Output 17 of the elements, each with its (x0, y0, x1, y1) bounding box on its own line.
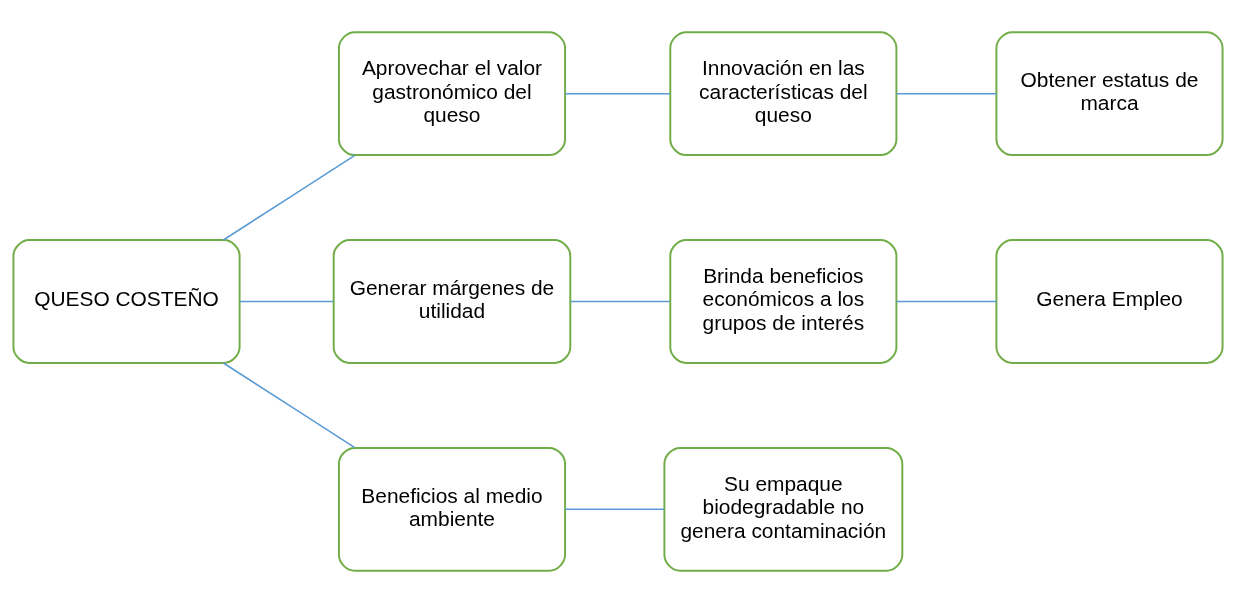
connector (222, 154, 356, 241)
node-box: Aprovechar el valor gastronómico del queso (337, 31, 567, 157)
connector (239, 300, 335, 303)
connector (564, 508, 665, 511)
node-box: Genera Empleo (995, 239, 1224, 364)
node-box: QUESO COSTEÑO (12, 239, 241, 364)
node-box: Beneficios al medio ambiente (337, 446, 567, 572)
connector (222, 362, 356, 449)
connector (895, 300, 998, 303)
node-box: Brinda beneficios económicos a los grupos de interés (669, 239, 898, 364)
connector (564, 92, 671, 95)
node-box: Innovación en las características del queso (669, 31, 898, 157)
node-box: Su empaque biodegradable no genera contaminación (663, 446, 904, 572)
node-box: Generar márgenes de utilidad (332, 239, 572, 364)
connector (895, 92, 998, 95)
connector (569, 300, 671, 303)
node-box: Obtener estatus de marca (995, 31, 1224, 157)
